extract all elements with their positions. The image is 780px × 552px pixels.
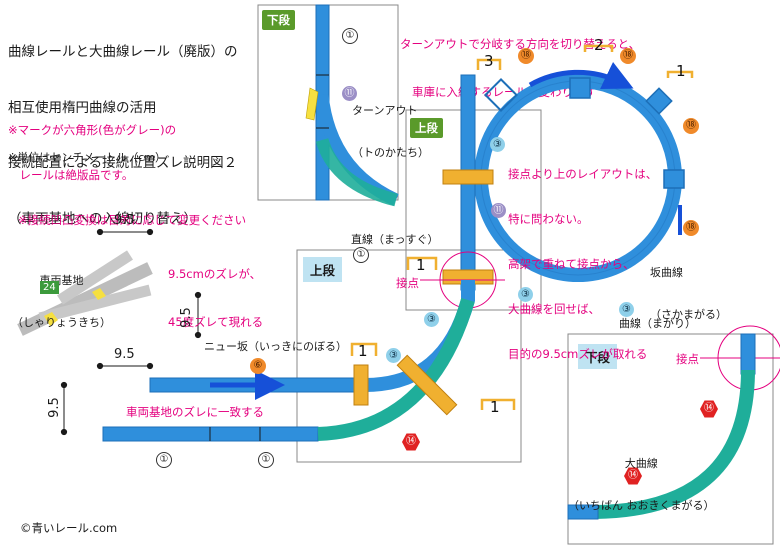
big-curve-label-text: 大曲線 (624, 457, 658, 470)
bracket-number-3: 3 (484, 52, 494, 70)
turnout-label-reading: （トのかたち） (352, 146, 429, 159)
big-curve-label-reading: （いちばん おおきくまがる） (568, 499, 715, 512)
title-line-4: （車両基地への入線切り替え） (8, 210, 197, 227)
junction-note-line-4: 大曲線を回せば、 (508, 302, 600, 316)
bracket-number-2: 2 (594, 36, 604, 54)
curve-label-text: 曲線（まがり） (619, 317, 696, 330)
turnout-label-text: ターンアウト (352, 104, 418, 117)
straight-label-text: 直線（まっすぐ） (351, 233, 439, 246)
dimension-label-middle: 9.5 (114, 347, 135, 362)
upper-deck-label-left: 上段 (303, 257, 343, 282)
hex-mark-note-line-1: ※マークが六角形(色がグレー)の (8, 123, 177, 137)
depot-turnout-group (17, 250, 153, 336)
junction-note-line-5: 目的の9.5cmズレが取れる (508, 347, 648, 361)
title-line-2: 相互使用楕円曲線の活用 (8, 99, 157, 116)
part-number-18-d: ⑱ (683, 220, 699, 236)
dimension-lines (60, 228, 202, 436)
upper-loop-group (442, 61, 685, 291)
bracket-number-1-top: 1 (676, 62, 686, 80)
lower-deck-turnout-group (305, 4, 399, 207)
lower-deck-bigcurve-group (567, 333, 756, 520)
curve-label: ③ 曲線（まがり） (612, 288, 696, 331)
unit-note: ※単位はセンチメートル（cm） (8, 151, 166, 164)
straight-label: 直線（まっすぐ） ① (344, 219, 439, 263)
part-number-18-c: ⑱ (683, 118, 699, 134)
title-line-1: 曲線レールと大曲線レール（廃版）の (8, 44, 238, 60)
slope-curve-label-text: 坂曲線 (650, 266, 683, 279)
part-number-24: 24 (40, 281, 59, 294)
dimension-label-top: 9.5 (114, 213, 135, 228)
shift-note: 9.5cmのズレが、 45度ズレて現れる (168, 234, 263, 346)
new-slope-label: ニュー坂（いっきにのぼる） (204, 340, 347, 353)
junction-note-line-1: 接点より上のレイアウトは、 (508, 167, 658, 181)
part-number-11-loop: ⑪ (491, 203, 506, 218)
main-track-group (102, 280, 475, 442)
hex-mark-note: ※マークが六角形(色がグレー)の レールは絶版品です。 ※接続凹凸変換は目的に応… (8, 93, 246, 243)
part-number-3-curve: ③ (619, 302, 634, 317)
bracket-number-1-junction: 1 (416, 256, 426, 274)
slope-curve-label: 坂曲線 （さかまがる） (650, 238, 727, 336)
part-number-1-straight: ① (353, 247, 369, 263)
part-number-18-b: ⑱ (620, 48, 636, 64)
part-number-14-lower-b: ⑭ (624, 467, 642, 485)
lower-deck-panel-bottom (567, 333, 774, 545)
junction-label-upper: 接点 (396, 276, 419, 290)
part-number-3-mid: ③ (424, 312, 439, 327)
part-number-1-top: ① (342, 28, 358, 44)
lower-deck-label-top: 下段 (262, 10, 295, 30)
junction-note-line-2: 特に問わない。 (508, 212, 589, 226)
upper-deck-panel-left (296, 249, 522, 463)
convert-note: ※接続凹凸変換は目的に応じて変更ください (18, 213, 247, 227)
part-number-18-a: ⑱ (518, 48, 534, 64)
hex-mark-note-line-2: レールは絶版品です。 (8, 168, 134, 182)
bracket-markers (350, 44, 694, 410)
title-line-3: 接続配置による接続位置ズレ説明図２ (8, 155, 238, 171)
part-number-6: ⑥ (250, 358, 266, 374)
shift-note-line-1: 9.5cmのズレが、 (168, 267, 262, 281)
part-number-1-lower-a: ① (156, 452, 172, 468)
junction-note-line-3: 高架で重ねて接点から、 (508, 257, 635, 271)
part-number-14-main: ⑭ (402, 433, 420, 451)
junction-label-lower: 接点 (676, 352, 699, 366)
bracket-number-1-left: 1 (358, 342, 368, 360)
part-number-3-lower: ③ (386, 348, 401, 363)
depot-label-text: 車両基地 (39, 274, 84, 287)
part-number-3-loop: ③ (490, 137, 505, 152)
junction-note: 接点より上のレイアウトは、 特に問わない。 高架で重ねて接点から、 大曲線を回せ… (508, 137, 657, 377)
slope-curve-label-reading: （さかまがる） (650, 308, 727, 321)
depot-label: 車両基地 （しゃりょうきち） (12, 246, 111, 344)
upper-deck-label-right: 上段 (410, 118, 443, 138)
shift-note-line-2: 45度ズレて現れる (168, 315, 264, 329)
big-curve-label: 大曲線 （いちばん おおきくまがる） (568, 429, 715, 527)
depot-match-note: 車両基地のズレに一致する (126, 405, 264, 419)
copyright-text: ©青いレール.com (20, 521, 118, 535)
page-title: 曲線レールと大曲線レール（廃版）の 相互使用楕円曲線の活用 接続配置による接続位… (8, 6, 238, 247)
top-annotation-line-1: ターンアウトで分岐する方向を切り替えると、 (400, 37, 641, 51)
part-number-14-lower-a: ⑭ (700, 400, 718, 418)
part-number-1-lower-b: ① (258, 452, 274, 468)
dimension-label-vertical-left: 9.5 (46, 397, 62, 418)
dimension-label-vertical-right: 9.5 (178, 307, 194, 328)
part-number-3-right: ③ (518, 287, 533, 302)
turnout-label: ターンアウト （トのかたち） (352, 76, 429, 174)
depot-label-reading: （しゃりょうきち） (12, 316, 111, 329)
part-number-11-turnout: ⑪ (342, 86, 357, 101)
bracket-number-1-right: 1 (490, 398, 500, 416)
lower-deck-label-bottom: 下段 (578, 344, 618, 369)
